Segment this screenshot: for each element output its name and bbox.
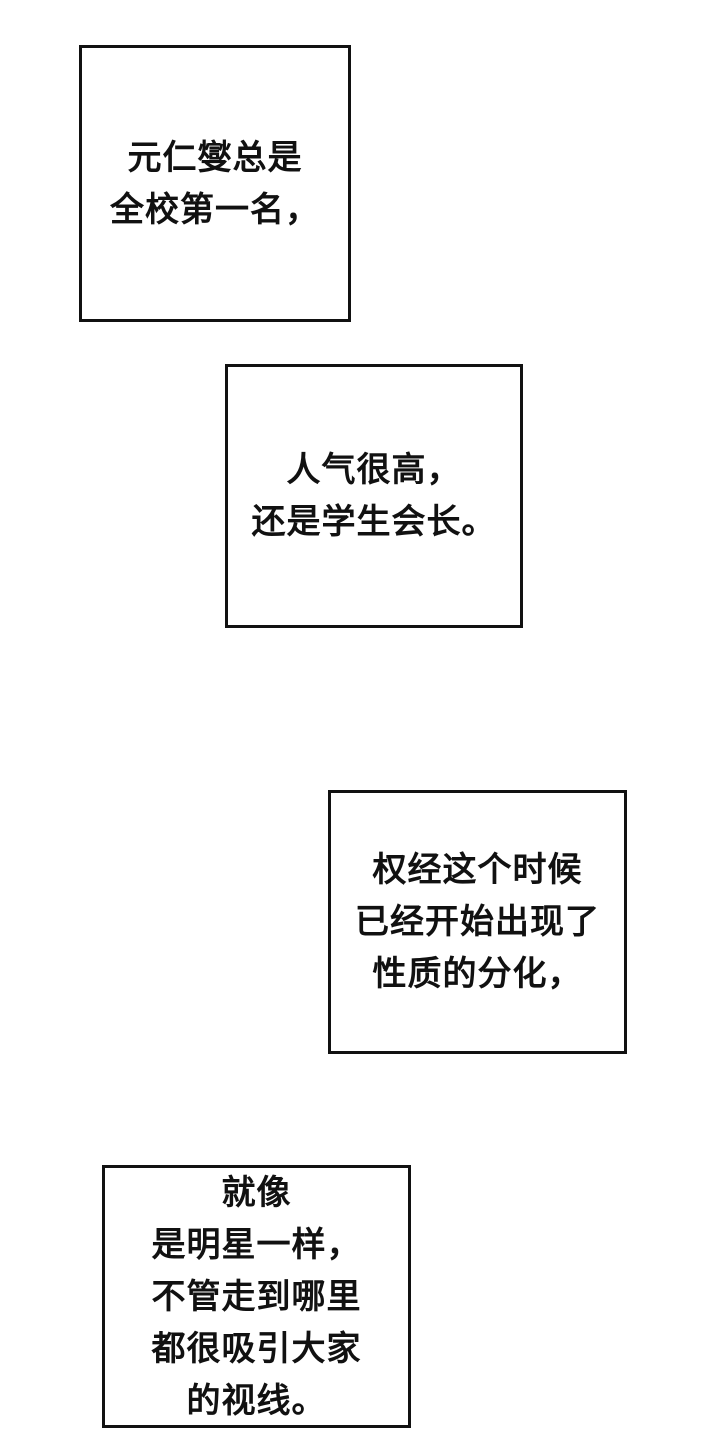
caption-text-4: 就像 是明星一样， 不管走到哪里 都很吸引大家 的视线。 — [152, 1167, 362, 1427]
caption-line: 已经开始出现了 — [355, 902, 600, 942]
caption-box-3: 权经这个时候 已经开始出现了 性质的分化， — [328, 790, 627, 1054]
caption-text-1: 元仁燮总是 全校第一名， — [110, 132, 320, 236]
caption-line: 权经这个时候 — [372, 850, 583, 890]
caption-line: 性质的分化， — [372, 954, 583, 994]
caption-line: 就像 — [221, 1172, 292, 1213]
caption-text-2: 人气很高， 还是学生会长。 — [252, 444, 497, 548]
caption-line: 是明星一样， — [151, 1224, 362, 1265]
caption-line: 人气很高， — [286, 450, 462, 490]
caption-line: 的视线。 — [186, 1380, 327, 1421]
caption-line: 全校第一名， — [110, 189, 320, 230]
caption-line: 元仁燮总是 — [127, 137, 303, 178]
caption-text-3: 权经这个时候 已经开始出现了 性质的分化， — [355, 844, 600, 1000]
caption-line: 都很吸引大家 — [151, 1328, 362, 1369]
caption-box-1: 元仁燮总是 全校第一名， — [79, 45, 351, 322]
caption-line: 还是学生会长。 — [251, 502, 497, 542]
caption-box-2: 人气很高， 还是学生会长。 — [225, 364, 523, 628]
caption-line: 不管走到哪里 — [151, 1276, 362, 1317]
caption-box-4: 就像 是明星一样， 不管走到哪里 都很吸引大家 的视线。 — [102, 1165, 411, 1428]
